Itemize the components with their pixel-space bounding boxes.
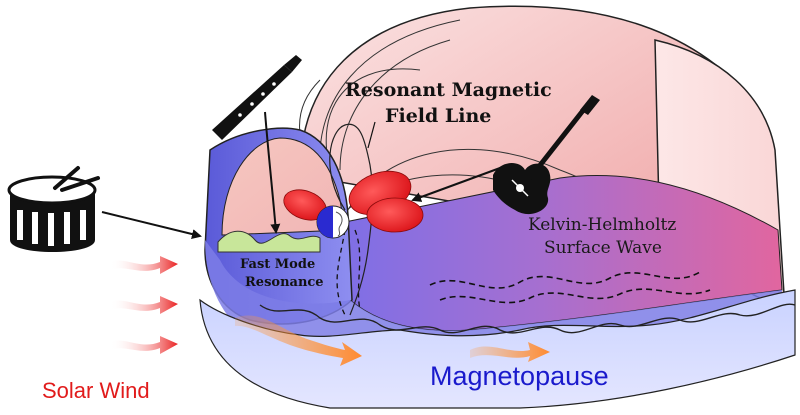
- resonant-label-line1: Resonant Magnetic: [345, 79, 552, 101]
- fast-mode-label-line2: Resonance: [245, 275, 324, 290]
- drum-arrow: [101, 211, 202, 239]
- drum-icon: [7, 166, 100, 252]
- resonant-field-line: [329, 123, 374, 316]
- earth-globe-icon: [316, 205, 350, 239]
- fast-mode-label-line1: Fast Mode: [240, 257, 315, 272]
- field-line-dashed: [336, 229, 361, 316]
- resonant-label-pointer: [367, 121, 376, 149]
- magnetopause-label: Magnetopause: [430, 361, 609, 391]
- resonant-label-line2: Field Line: [385, 105, 491, 127]
- kh-label-line2: Surface Wave: [544, 238, 662, 258]
- sheath-flow-arrows: [235, 315, 550, 366]
- electric-guitar-icon: [493, 95, 600, 215]
- kh-dashed-waves: [429, 271, 711, 304]
- recorder-flute-icon: [212, 55, 302, 140]
- recorder-arrow: [264, 111, 281, 234]
- solar-wind-arrows: [110, 256, 178, 354]
- kh-wave-edge: [259, 303, 796, 334]
- radiation-lobe-right: [366, 197, 424, 233]
- kh-label-line1: Kelvin-Helmholtz: [528, 215, 676, 235]
- solar-wind-label: Solar Wind: [42, 378, 150, 403]
- guitar-arrow: [411, 167, 501, 202]
- fast-mode-wave: [217, 230, 321, 253]
